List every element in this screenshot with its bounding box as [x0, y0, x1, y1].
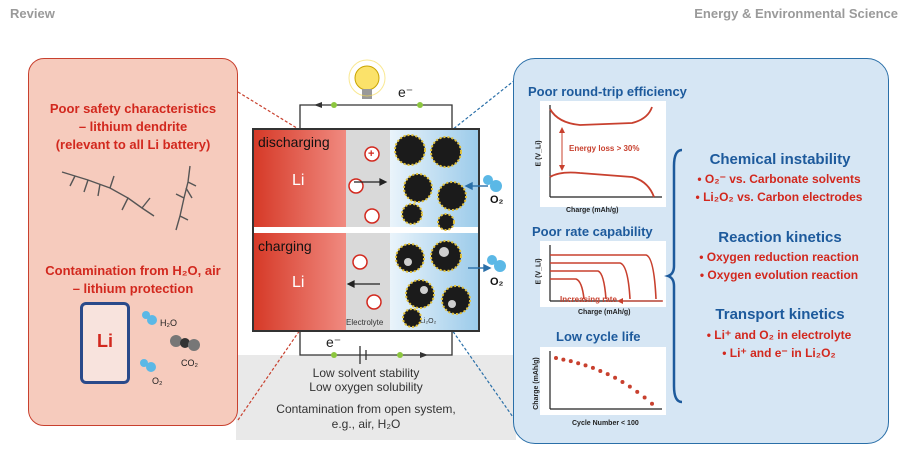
- reaction-kinetics-heading: Reaction kinetics: [718, 229, 842, 246]
- h2o-label: H₂O: [160, 318, 177, 328]
- safety-line-2: – lithium dendrite: [78, 119, 188, 134]
- chem-bullet-2: • Li₂O₂ vs. Carbon electrodes: [695, 190, 863, 204]
- contamination-issues: Contamination from open system, e.g., ai…: [240, 402, 492, 432]
- li-anode-bottom: [254, 233, 346, 330]
- dendrite-drawing: [61, 165, 197, 231]
- cycle-life-chart: [549, 351, 662, 410]
- charging-label: charging: [258, 238, 312, 254]
- cycle-data-point: [590, 365, 595, 370]
- chem-instability-heading: Chemical instability: [709, 151, 851, 168]
- react-bullet-2: • Oxygen evolution reaction: [699, 268, 859, 282]
- react-bullet-1: • Oxygen reduction reaction: [699, 250, 859, 264]
- efficiency-ylabel: E (V_Li): [535, 140, 543, 167]
- efficiency-plot: [540, 101, 666, 207]
- safety-line-1: Poor safety characteristics: [49, 101, 217, 116]
- electron-top-label: e⁻: [398, 84, 414, 100]
- safety-panel: [28, 58, 238, 426]
- cycle-data-point: [568, 359, 573, 364]
- electrolyte-issues: Low solvent stability Low oxygen solubil…: [252, 366, 480, 394]
- efficiency-title: Poor round-trip efficiency: [528, 84, 687, 99]
- issue-open-system: Contamination from open system,: [276, 402, 456, 416]
- transport-kinetics-heading: Transport kinetics: [715, 306, 845, 323]
- o2-bottom-label: O₂: [490, 276, 504, 288]
- cycle-data-point: [561, 357, 566, 362]
- contamination-text: Contamination from H₂O, air – lithium pr…: [30, 262, 236, 298]
- rate-title: Poor rate capability: [532, 224, 653, 239]
- cycle-data-point: [620, 379, 625, 384]
- discharging-label: discharging: [258, 134, 330, 150]
- chem-bullet-1: • O₂⁻ vs. Carbonate solvents: [697, 172, 861, 186]
- efficiency-curves: [549, 105, 662, 198]
- li-anode-label: Li: [97, 331, 113, 351]
- cycle-xlabel: Cycle Number < 100: [572, 420, 639, 427]
- li-anode-top: [254, 130, 346, 227]
- cycle-title: Low cycle life: [556, 329, 641, 344]
- rate-ylabel: E (V_Li): [535, 258, 543, 285]
- increasing-rate-arrow: [617, 298, 663, 304]
- safety-line-3: (relevant to all Li battery): [55, 137, 211, 152]
- cycle-ylabel: Charge (mAh/g): [532, 357, 540, 410]
- issue-solvent: Low solvent stability: [312, 366, 420, 380]
- cycle-data-point: [650, 401, 654, 406]
- cycle-data-point: [576, 361, 581, 366]
- cycle-data-point: [627, 384, 632, 389]
- rate-curves: [549, 245, 662, 302]
- cycle-plot: [540, 347, 666, 415]
- cycle-data-point: [583, 363, 588, 368]
- increasing-rate-label: Increasing rate: [560, 295, 617, 304]
- cycle-data-point: [605, 372, 610, 377]
- cycle-data-point: [598, 369, 603, 374]
- li2o2-label: Li₂O₂: [420, 318, 437, 325]
- trans-bullet-1: • Li⁺ and O₂ in electrolyte: [706, 328, 852, 342]
- category-bracket: [664, 148, 683, 404]
- cycle-data-point: [554, 356, 558, 361]
- trans-bullet-2: • Li⁺ and e⁻ in Li₂O₂: [722, 346, 836, 360]
- li-top-label: Li: [292, 172, 305, 189]
- li-ion-plus: +: [368, 148, 375, 160]
- efficiency-xlabel: Charge (mAh/g): [566, 207, 619, 214]
- issue-air: e.g., air, H₂O: [331, 417, 401, 431]
- cycle-data-point: [635, 389, 640, 394]
- energy-loss-label: Energy loss > 30%: [569, 144, 640, 153]
- molecules-icon: [140, 311, 200, 372]
- journal-name: Energy & Environmental Science: [694, 6, 898, 21]
- lightbulb-icon: [348, 59, 386, 99]
- electron-bottom-label: e⁻: [326, 334, 342, 350]
- rate-xlabel: Charge (mAh/g): [578, 309, 631, 316]
- contam-line-1: Contamination from H₂O, air: [45, 263, 221, 278]
- li-bottom-label: Li: [292, 274, 305, 291]
- o2-label: O₂: [152, 376, 163, 386]
- rate-plot: [540, 241, 666, 307]
- electrolyte-label: Electrolyte: [346, 318, 384, 327]
- journal-section-label: Review: [10, 6, 55, 21]
- cycle-data-point: [613, 375, 618, 380]
- cycle-data-point: [642, 395, 647, 400]
- co2-label: CO₂: [181, 358, 198, 368]
- safety-text: Poor safety characteristics – lithium de…: [30, 100, 236, 154]
- o2-top-label: O₂: [490, 194, 504, 206]
- li-anode-box: Li: [80, 302, 130, 384]
- contam-line-2: – lithium protection: [72, 281, 194, 296]
- issue-oxygen: Low oxygen solubility: [309, 380, 423, 394]
